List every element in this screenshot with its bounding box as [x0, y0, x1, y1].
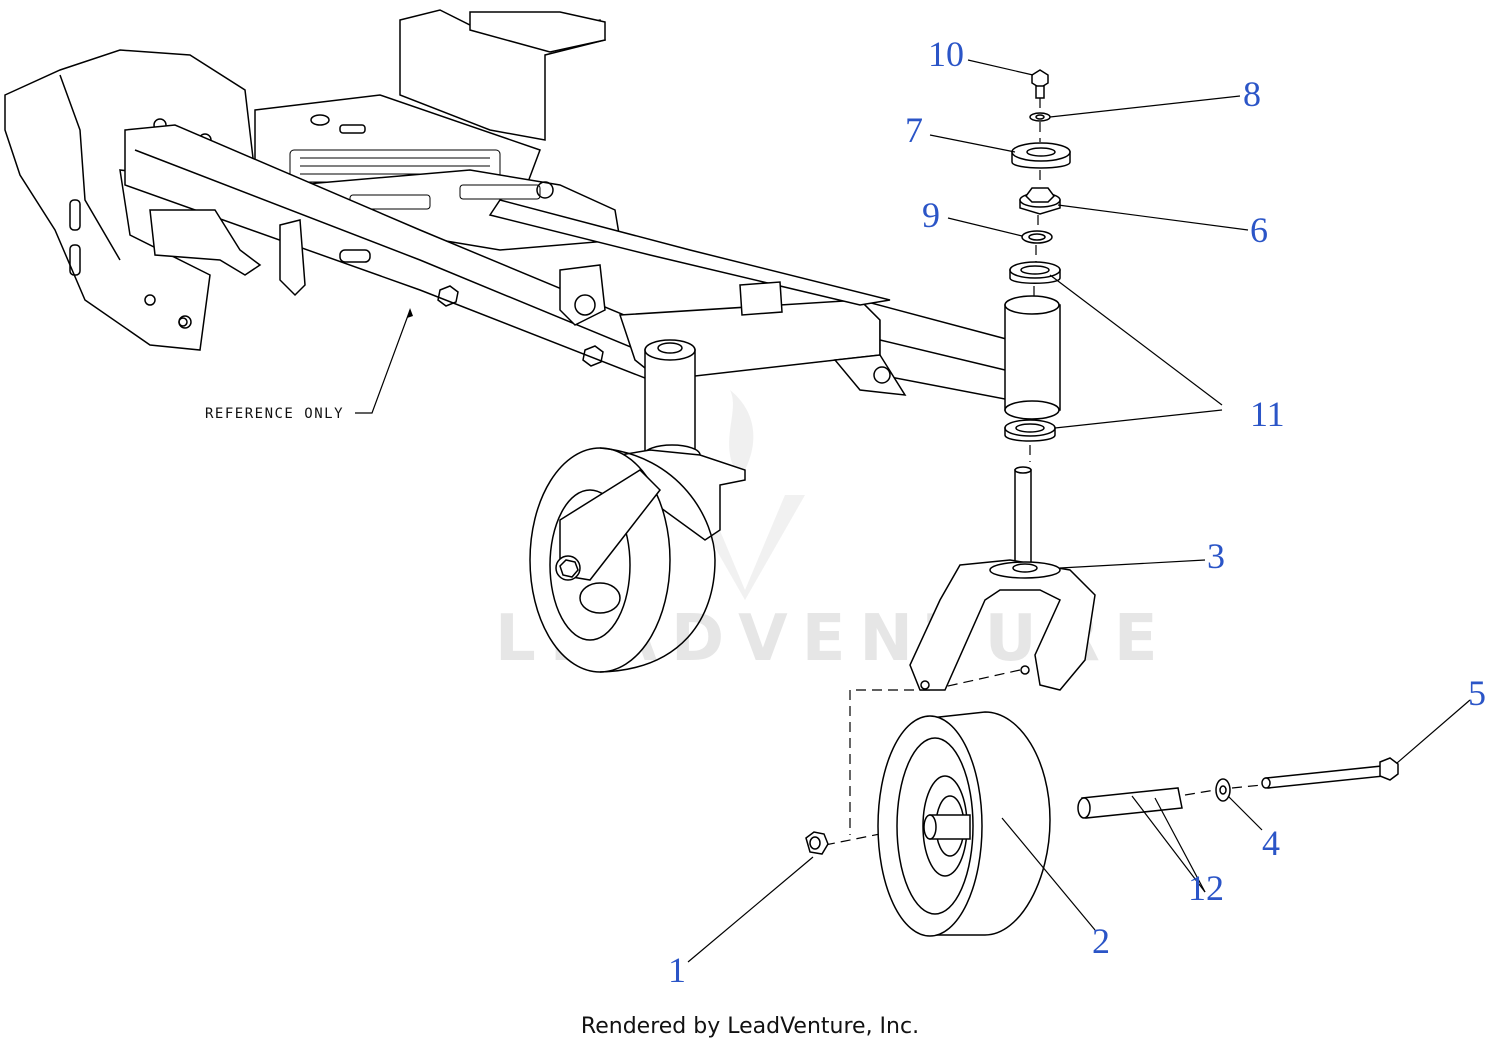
- callout-11: 11: [1250, 394, 1285, 434]
- callout-5: 5: [1468, 673, 1486, 713]
- callout-6: 6: [1250, 210, 1268, 250]
- callout-4: 4: [1262, 823, 1280, 863]
- part-2-wheel: [877, 711, 1051, 937]
- leader-lines: [687, 59, 1471, 963]
- frame-assembly: [4, 9, 1011, 401]
- callout-8: 8: [1243, 74, 1261, 114]
- part-5-axle-bolt: [1261, 757, 1399, 789]
- part-7-cap: [1011, 142, 1071, 169]
- callout-12: 12: [1188, 868, 1224, 908]
- part-11-bearing-top: [1009, 261, 1061, 284]
- part-8-washer: [1029, 112, 1051, 122]
- part-3-fork: [909, 466, 1096, 691]
- left-caster-reference: [529, 339, 746, 673]
- callout-10: 10: [928, 34, 964, 74]
- callout-7: 7: [905, 110, 923, 150]
- assembly-centerlines: [824, 98, 1263, 846]
- part-11-bearing-bottom: [1004, 419, 1056, 442]
- part-9-ring: [1021, 230, 1053, 244]
- reference-label: REFERENCE ONLY: [205, 406, 344, 422]
- callout-9: 9: [922, 195, 940, 235]
- part-6-nut: [1019, 187, 1061, 215]
- part-4-washer: [1215, 778, 1231, 802]
- callouts: 10 8 7 9 6 11 3 5 4 12 2 1: [668, 34, 1486, 990]
- footer-credit: Rendered by LeadVenture, Inc.: [581, 1014, 919, 1039]
- part-10-bolt: [1031, 69, 1049, 99]
- callout-1: 1: [668, 950, 686, 990]
- part-12-spacer: [1077, 787, 1183, 819]
- caster-tube: [1004, 295, 1061, 420]
- callout-3: 3: [1207, 536, 1225, 576]
- part-1-nut: [805, 831, 829, 855]
- callout-2: 2: [1092, 921, 1110, 961]
- reference-annotation: REFERENCE ONLY: [205, 308, 413, 422]
